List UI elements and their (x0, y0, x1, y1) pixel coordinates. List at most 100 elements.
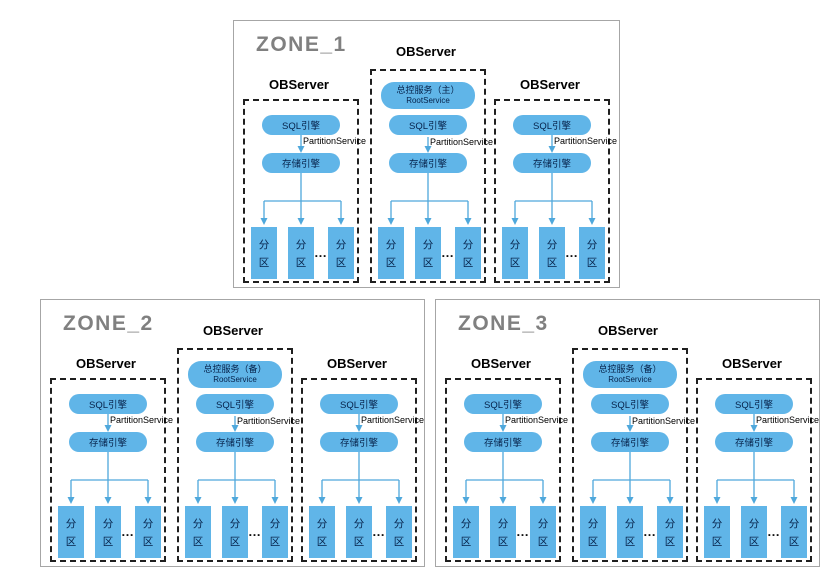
partition-label-bottom: 区 (587, 535, 599, 548)
partition-service-label: PartitionService (303, 136, 367, 146)
storage-engine-node: 存储引擎 (196, 432, 274, 452)
partition-service-label: PartitionService (430, 137, 494, 147)
zone-title: ZONE_3 (458, 312, 549, 335)
sql-engine-node: SQL引擎 (262, 115, 340, 135)
partition-label-top: 分 (546, 238, 558, 251)
partition-label-top: 分 (537, 517, 549, 530)
root-service-subtitle: RootService (406, 96, 450, 106)
storage-engine-node: 存储引擎 (591, 432, 669, 452)
root-service-title: 总控服务（备） (203, 363, 267, 374)
partition-label-bottom: 区 (497, 535, 509, 548)
top-observer-label: OBServer (598, 323, 658, 338)
partition-label-top: 分 (587, 517, 599, 530)
partition-label-top: 分 (295, 238, 307, 251)
partition-service-label: PartitionService (554, 136, 618, 146)
partition-label-top: 分 (711, 517, 723, 530)
partition-node: 分 区 (328, 227, 354, 279)
partition-node: 分 区 (346, 506, 372, 558)
partition-label-bottom: 区 (102, 535, 114, 548)
zone-title: ZONE_2 (63, 312, 154, 335)
partition-node: 分 区 (781, 506, 807, 558)
storage-engine-node: 存储引擎 (69, 432, 147, 452)
partition-label-top: 分 (353, 517, 365, 530)
partition-node: 分 区 (741, 506, 767, 558)
storage-engine-node: 存储引擎 (320, 432, 398, 452)
partition-node: 分 区 (530, 506, 556, 558)
partition-label-top: 分 (748, 517, 760, 530)
partition-node: 分 区 (657, 506, 683, 558)
partition-label-top: 分 (269, 517, 281, 530)
partition-label-top: 分 (258, 238, 270, 251)
partition-label-bottom: 区 (295, 256, 307, 269)
partition-label-top: 分 (664, 517, 676, 530)
partition-label-bottom: 区 (586, 256, 598, 269)
partition-label-bottom: 区 (335, 256, 347, 269)
partition-node: 分 区 (185, 506, 211, 558)
partition-label-bottom: 区 (546, 256, 558, 269)
partition-label-bottom: 区 (316, 535, 328, 548)
sql-engine-node: SQL引擎 (196, 394, 274, 414)
partition-label-bottom: 区 (393, 535, 405, 548)
root-service-subtitle: RootService (608, 375, 652, 385)
partition-node: 分 区 (288, 227, 314, 279)
partition-service-label: PartitionService (632, 416, 696, 426)
partition-node: 分 区 (386, 506, 412, 558)
partition-node: 分 区 (502, 227, 528, 279)
observer-label-right: OBServer (722, 356, 782, 371)
partition-label-bottom: 区 (422, 256, 434, 269)
partition-label-top: 分 (788, 517, 800, 530)
partition-node: 分 区 (455, 227, 481, 279)
sql-engine-node: SQL引擎 (320, 394, 398, 414)
partitions-ellipsis: … (441, 245, 455, 260)
storage-engine-node: 存储引擎 (513, 153, 591, 173)
sql-engine-node: SQL引擎 (69, 394, 147, 414)
top-observer-label: OBServer (396, 44, 456, 59)
partition-node: 分 区 (580, 506, 606, 558)
observer-label-left: OBServer (269, 77, 329, 92)
partition-label-top: 分 (65, 517, 77, 530)
observer-box-middle: 总控服务（备） RootService SQL引擎 PartitionServic… (572, 348, 695, 562)
partition-label-top: 分 (393, 517, 405, 530)
root-service-node: 总控服务（备） RootService (583, 361, 677, 388)
storage-engine-node: 存储引擎 (715, 432, 793, 452)
partition-node: 分 区 (222, 506, 248, 558)
partitions-ellipsis: … (643, 524, 657, 539)
sql-engine-node: SQL引擎 (591, 394, 669, 414)
partition-label-top: 分 (385, 238, 397, 251)
root-service-subtitle: RootService (213, 375, 257, 385)
partition-label-bottom: 区 (258, 256, 270, 269)
storage-engine-node: 存储引擎 (262, 153, 340, 173)
partition-label-top: 分 (335, 238, 347, 251)
partition-label-bottom: 区 (509, 256, 521, 269)
sql-engine-node: SQL引擎 (513, 115, 591, 135)
root-service-node: 总控服务（备） RootService (188, 361, 282, 388)
partition-node: 分 区 (262, 506, 288, 558)
partitions-ellipsis: … (565, 245, 579, 260)
partition-service-label: PartitionService (756, 415, 820, 425)
observer-label-left: OBServer (471, 356, 531, 371)
partition-node: 分 区 (539, 227, 565, 279)
partition-label-bottom: 区 (269, 535, 281, 548)
partition-service-label: PartitionService (237, 416, 301, 426)
partition-service-label: PartitionService (505, 415, 569, 425)
partitions-ellipsis: … (314, 245, 328, 260)
partition-label-bottom: 区 (65, 535, 77, 548)
partition-node: 分 区 (309, 506, 335, 558)
observer-label-right: OBServer (520, 77, 580, 92)
sql-engine-node: SQL引擎 (715, 394, 793, 414)
partition-label-top: 分 (142, 517, 154, 530)
observer-box-middle: 总控服务（备） RootService SQL引擎 PartitionServic… (177, 348, 300, 562)
partition-label-bottom: 区 (229, 535, 241, 548)
partition-service-label: PartitionService (110, 415, 174, 425)
partition-node: 分 区 (617, 506, 643, 558)
zone-title: ZONE_1 (256, 33, 347, 56)
observer-label-right: OBServer (327, 356, 387, 371)
partition-node: 分 区 (579, 227, 605, 279)
partitions-ellipsis: … (121, 524, 135, 539)
